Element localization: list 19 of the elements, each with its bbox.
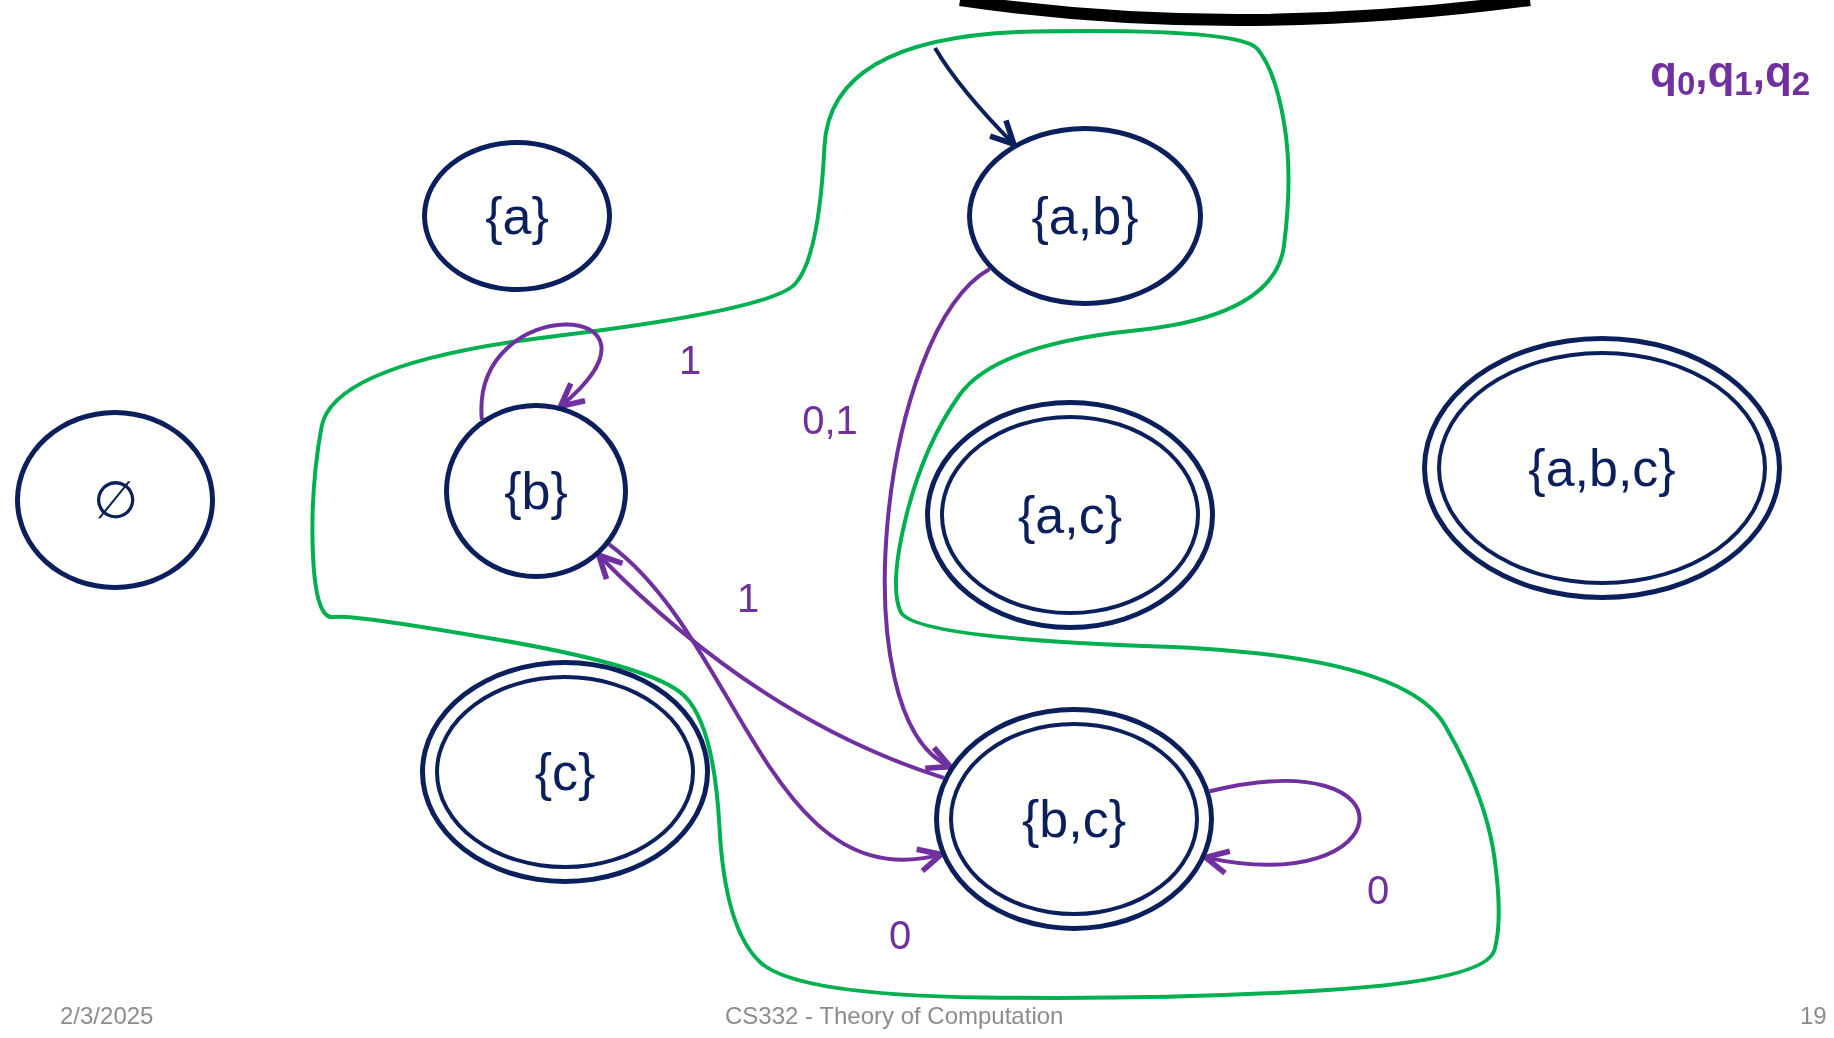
- state-circle: [444, 403, 628, 579]
- accept-state-circle: [420, 660, 710, 884]
- accept-state-circle: [1422, 336, 1782, 600]
- state-circle: [15, 410, 215, 590]
- accept-state-circle: [925, 400, 1215, 630]
- footer-text: CS332 - Theory of Computation: [725, 1004, 1064, 1028]
- accept-state-circle: [934, 707, 1214, 931]
- note-text: q$_{0}$,q$_{1}$,q$_{2}$: [1650, 50, 1811, 94]
- state-circle: [967, 126, 1203, 306]
- state-circle: [422, 140, 612, 292]
- footer-text: 2/3/2025: [60, 1004, 154, 1028]
- transition-arrow: [607, 542, 944, 872]
- state-label: ∅: [92, 474, 138, 526]
- transition-arrow: [882, 267, 991, 770]
- footer-text: 19: [1800, 1004, 1827, 1028]
- self-loop-arrow: [479, 322, 604, 420]
- transition-arrow: [596, 552, 945, 780]
- self-loop-arrow: [1202, 779, 1362, 875]
- transition-arrow: [933, 46, 1017, 148]
